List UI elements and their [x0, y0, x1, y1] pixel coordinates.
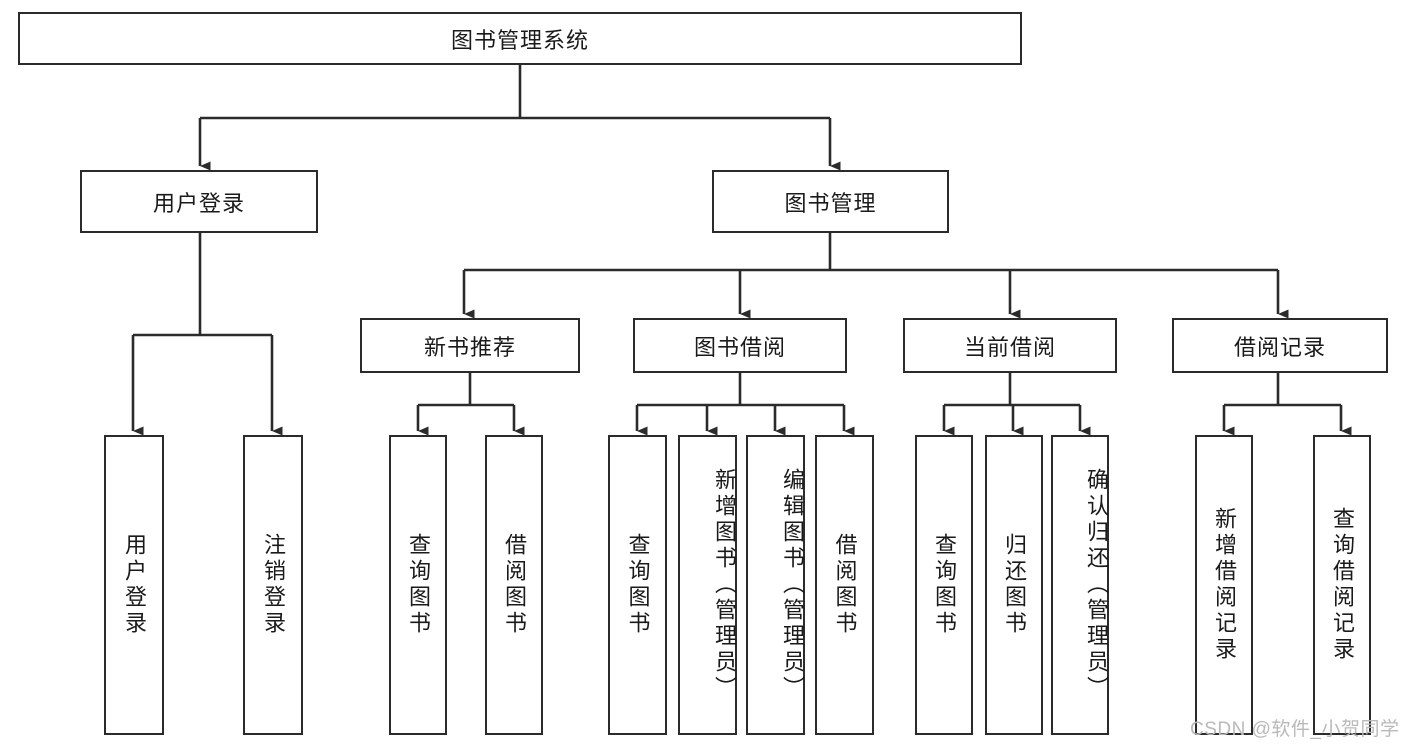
leaf-edit-book-admin[interactable]: 编辑图书（管理员）: [746, 435, 805, 735]
node-label: 新增借阅记录: [1212, 507, 1237, 663]
node-label: 用户登录: [122, 533, 147, 637]
node-label: 新书推荐: [423, 334, 516, 360]
watermark-text: CSDN @软件_小贺同学: [1190, 719, 1400, 740]
leaf-query-book-recommend[interactable]: 查询图书: [389, 435, 447, 735]
node-borrowing-record[interactable]: 借阅记录: [1172, 318, 1388, 373]
node-label: 用户登录: [152, 190, 245, 216]
leaf-add-borrow-record[interactable]: 新增借阅记录: [1195, 435, 1253, 735]
node-label: 新增图书（管理员）: [712, 468, 737, 702]
node-label: 查询图书: [625, 533, 651, 637]
node-root-book-management-system[interactable]: 图书管理系统: [18, 12, 1022, 65]
node-label: 借阅记录: [1233, 334, 1326, 360]
leaf-confirm-return-admin[interactable]: 确认归还（管理员）: [1051, 435, 1109, 735]
node-label: 查询图书: [406, 533, 431, 637]
node-label: 借阅图书: [502, 533, 527, 637]
node-label: 确认归还（管理员）: [1084, 468, 1109, 702]
node-current-borrowing[interactable]: 当前借阅: [903, 318, 1117, 373]
node-label: 图书管理系统: [450, 27, 589, 53]
node-label: 归还图书: [1002, 533, 1027, 637]
leaf-add-book-admin[interactable]: 新增图书（管理员）: [678, 435, 737, 735]
node-user-login[interactable]: 用户登录: [80, 170, 318, 233]
leaf-return-book[interactable]: 归还图书: [985, 435, 1043, 735]
leaf-logout[interactable]: 注销登录: [243, 435, 303, 735]
node-label: 图书管理: [784, 190, 877, 216]
leaf-query-book-borrow[interactable]: 查询图书: [608, 435, 667, 735]
node-label: 编辑图书（管理员）: [780, 468, 805, 702]
leaf-user-login[interactable]: 用户登录: [104, 435, 164, 735]
node-new-book-recommendation[interactable]: 新书推荐: [360, 318, 580, 373]
node-book-borrowing[interactable]: 图书借阅: [633, 318, 847, 373]
node-label: 注销登录: [261, 533, 286, 637]
leaf-query-borrow-record[interactable]: 查询借阅记录: [1313, 435, 1371, 735]
leaf-borrow-book[interactable]: 借阅图书: [815, 435, 874, 735]
leaf-borrow-book-recommend[interactable]: 借阅图书: [485, 435, 543, 735]
node-label: 当前借阅: [963, 334, 1056, 360]
node-label: 借阅图书: [832, 533, 858, 637]
node-label: 图书借阅: [693, 334, 786, 360]
node-label: 查询借阅记录: [1330, 507, 1355, 663]
node-book-management[interactable]: 图书管理: [712, 170, 949, 233]
node-label: 查询图书: [932, 533, 957, 637]
leaf-query-book-current[interactable]: 查询图书: [915, 435, 973, 735]
